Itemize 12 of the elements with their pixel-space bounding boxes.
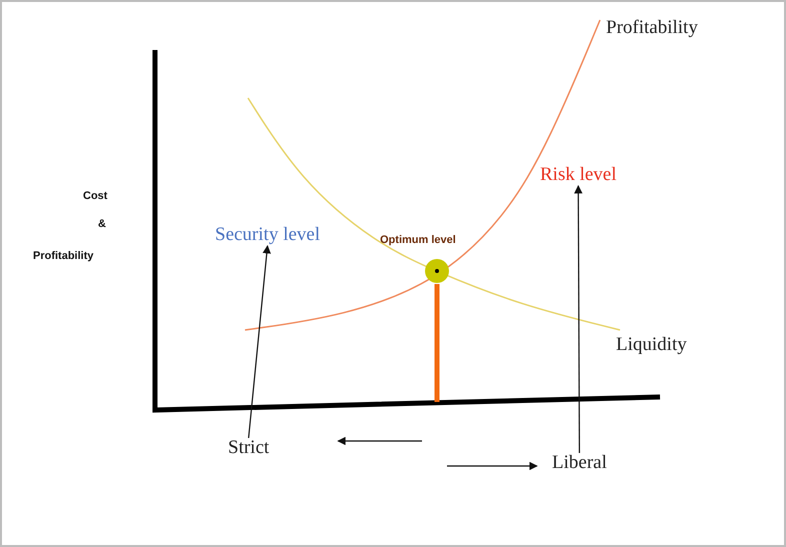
axis-label: & [98,218,106,230]
arrow [574,185,582,453]
arrow [248,245,271,438]
curve-label: Profitability [606,18,698,39]
curve-label: Strict [228,438,270,459]
point-label: Optimum level [380,234,456,246]
curve-label: Liquidity [616,335,687,356]
axis-label: Profitability [33,250,94,262]
curve-label: Liberal [552,453,607,474]
curve-label: Security level [215,225,320,246]
axis-label: Cost [83,190,108,202]
curve-label: Risk level [540,165,617,186]
